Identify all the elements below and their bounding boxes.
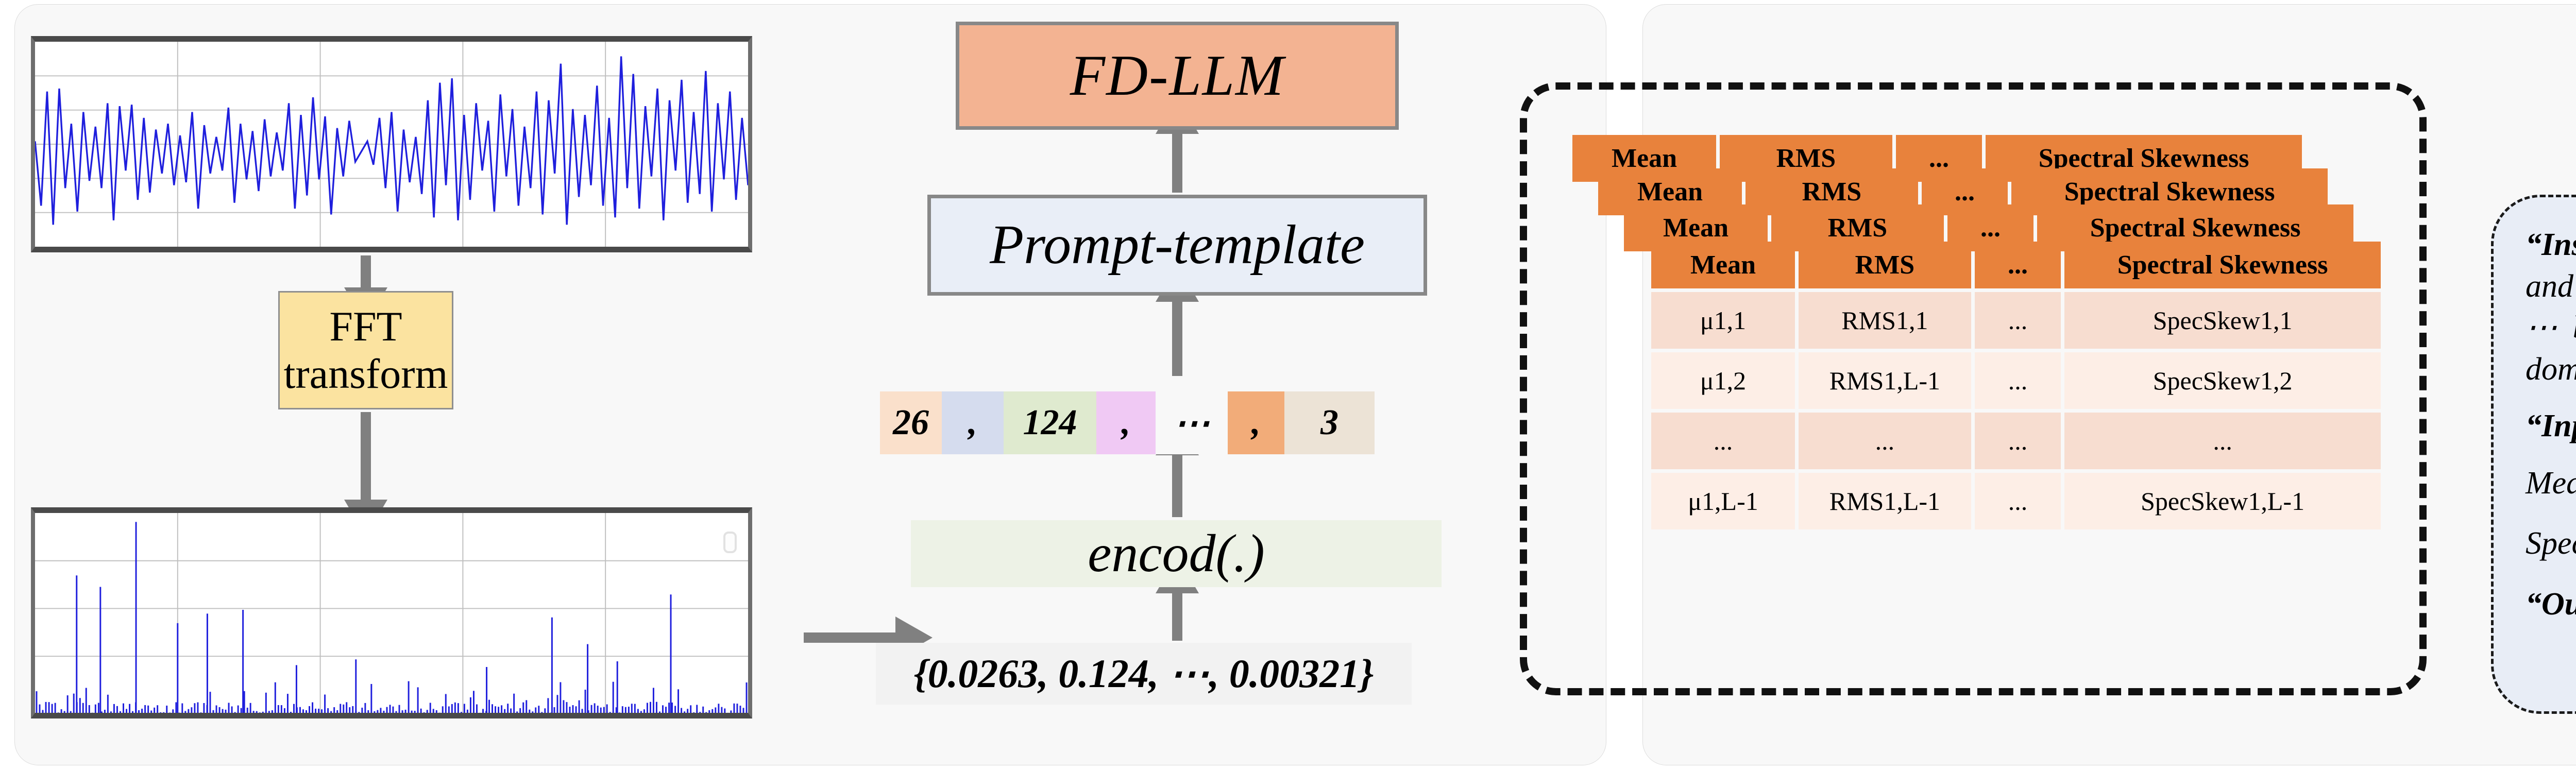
instruction-key-label: “Instruction” (2526, 227, 2576, 262)
feature-table-cell: SpecSkew1,2 (2064, 352, 2381, 409)
output-key-label: “Output” (2526, 586, 2576, 622)
output-paragraph: “Output”: {label} (2526, 584, 2576, 625)
feature-table-cell: ... (1974, 413, 2061, 469)
feature-table-stack-container (1520, 82, 2427, 695)
fdllm-box-left: FD-LLM (956, 22, 1399, 130)
token-sequence-row: 26,124,⋯,3 (880, 391, 1375, 454)
feature-table-cell: ... (1799, 413, 1971, 469)
input-paragraph-head: “Input”: “Time-domain features: (2526, 405, 2576, 447)
input-paragraph-line2: Mean:μ1,1,RMS:RMS1,1, ⋯;freq-domain feat… (2526, 463, 2576, 507)
time-domain-waveform-plot (31, 36, 752, 252)
token-cell-1: , (942, 391, 1004, 454)
feature-table-cell: SpecSkew1,L-1 (2064, 473, 2381, 529)
frequency-spectrum-plot (31, 507, 752, 718)
fft-transform-box: FFT transform (278, 291, 453, 409)
arrow-prompt-template-to-fdllm (1156, 97, 1199, 193)
arrow-values-to-encod (1156, 556, 1199, 641)
feature-table-cell: μ1,L-1 (1651, 473, 1795, 529)
waveform-gridlines (35, 42, 748, 247)
prompt-template-label: Prompt-template (990, 214, 1365, 276)
encod-function-box: encod(.) (911, 520, 1442, 587)
feature-table-cell: ... (1974, 292, 2061, 349)
feature-table-cell: ... (1974, 352, 2061, 409)
encod-label: encod(.) (1088, 523, 1265, 583)
arrow-spectrum-to-values (804, 617, 933, 659)
token-cell-3: , (1096, 391, 1156, 454)
feature-values-string: {0.0263, 0.124, ⋯, 0.00321} (876, 643, 1412, 705)
token-cell-4: ⋯ (1156, 391, 1228, 454)
spectrum-gridlines (35, 513, 748, 713)
arrow-tokens-to-prompt-template (1156, 265, 1199, 376)
feature-table-cell: RMS1,L-1 (1799, 352, 1971, 409)
feature-table-cell: ... (2064, 413, 2381, 469)
feature-table-cell: μ1,1 (1651, 292, 1795, 349)
feature-table-cell: ... (1651, 413, 1795, 469)
instruction-paragraph: “Instruction”: Given machine information… (2526, 224, 2576, 390)
token-cell-6: 3 (1284, 391, 1375, 454)
feature-table-cell: RMS1,L-1 (1799, 473, 1971, 529)
feature-table-cell: RMS1,1 (1799, 292, 1971, 349)
token-cell-5: , (1228, 391, 1284, 454)
feature-values-text: {0.0263, 0.124, ⋯, 0.00321} (913, 651, 1374, 696)
feature-table-header-2: ... (1974, 242, 2061, 288)
feature-table-header-0: Mean (1651, 242, 1795, 288)
spectrum-spikes (36, 522, 748, 713)
input-line2-a: Mean:μ (2526, 465, 2576, 501)
token-cell-2: 124 (1004, 391, 1096, 454)
feature-table-header-1: RMS (1799, 242, 1971, 288)
token-cell-0: 26 (880, 391, 942, 454)
prompt-text-panel: “Instruction”: Given machine information… (2491, 195, 2576, 714)
instruction-part-2: ; and working conditions: (2526, 268, 2576, 304)
arrow-encod-to-tokens (1156, 418, 1199, 517)
prompt-template-box: Prompt-template (927, 195, 1427, 296)
fft-label-line2: transform (283, 350, 448, 397)
waveform-trace (35, 56, 748, 225)
plot-scroll-thumb[interactable] (723, 532, 737, 553)
waveform-svg (35, 42, 748, 247)
feature-table-cell: μ1,2 (1651, 352, 1795, 409)
arrow-fft-to-spectrum (344, 412, 387, 537)
feature-table-cell: ... (1974, 473, 2061, 529)
arrow-waveform-to-fft (344, 255, 387, 324)
spectrum-svg (35, 513, 748, 713)
fft-label-line1: FFT (329, 303, 402, 350)
feature-table-row: ............ (1651, 413, 2381, 469)
input-key-label: “Input” (2526, 408, 2576, 444)
feature-table-cell: SpecSkew1,1 (2064, 292, 2381, 349)
feature-table-header-3: Spectral Skewness (2064, 242, 2381, 288)
input-line3-a: Spectral Skewness:SpecSkew (2526, 526, 2576, 561)
input-paragraph-line3: Spectral Skewness:SpecSkew1,1 ” (2526, 523, 2576, 568)
fdllm-label-left: FD-LLM (1070, 43, 1285, 108)
instruction-part-4: rpm, please ⋯ based on the following tim… (2526, 310, 2576, 387)
